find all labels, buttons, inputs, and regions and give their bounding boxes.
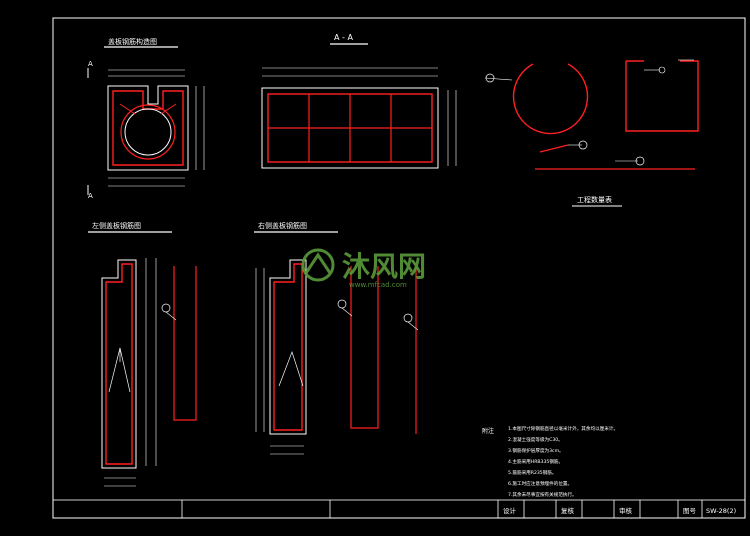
- top-left-section: 盖板钢筋构造图 A A: [87, 37, 205, 200]
- notes-heading: 附注: [482, 427, 494, 435]
- bottom-mid-label: 右侧盖板钢筋图: [258, 221, 307, 230]
- bottom-middle-plan: 右侧盖板钢筋图: [254, 221, 419, 455]
- section-marker-top: A: [88, 60, 93, 68]
- title-block: 设计 复核 审核 图号 SW-28(2): [52, 499, 746, 519]
- watermark-logo-icon: [301, 248, 335, 282]
- watermark-url: www.mfcad.com: [349, 281, 407, 289]
- drawing-no-label: 图号: [683, 507, 697, 515]
- top-left-label: 盖板钢筋构造图: [108, 37, 157, 46]
- review-label: 复核: [561, 506, 575, 515]
- notes: 附注 1.本图尺寸除钢筋直径以毫米计外，其余均以厘米计。 2.混凝土强度等级为C…: [482, 425, 618, 498]
- bottom-left-label: 左侧盖板钢筋图: [92, 221, 141, 230]
- note-6: 6.施工时应注意预埋件的位置。: [508, 480, 572, 487]
- rebar-details: 工程数量表: [484, 59, 699, 207]
- note-7: 7.其余未尽事宜按有关规范执行。: [508, 491, 577, 498]
- design-label: 设计: [503, 506, 517, 515]
- a-a-section: A - A: [261, 33, 457, 169]
- section-title: A - A: [334, 33, 353, 42]
- table-title: 工程数量表: [577, 195, 612, 204]
- note-5: 5.箍筋采用R235钢筋。: [508, 469, 557, 476]
- approve-label: 审核: [619, 506, 633, 515]
- watermark: 沐风网 www.mfcad.com: [301, 248, 426, 289]
- section-marker-bottom: A: [88, 192, 93, 200]
- watermark-brand: 沐风网: [342, 250, 426, 283]
- note-4: 4.主筋采用HRB335钢筋。: [508, 458, 563, 465]
- note-2: 2.混凝土强度等级为C30。: [508, 436, 563, 443]
- drawing-no: SW-28(2): [706, 507, 736, 515]
- bottom-left-plan: 左侧盖板钢筋图: [88, 221, 197, 487]
- note-3: 3.钢筋保护层厚度为3cm。: [508, 447, 564, 454]
- note-1: 1.本图尺寸除钢筋直径以毫米计外，其余均以厘米计。: [508, 425, 618, 432]
